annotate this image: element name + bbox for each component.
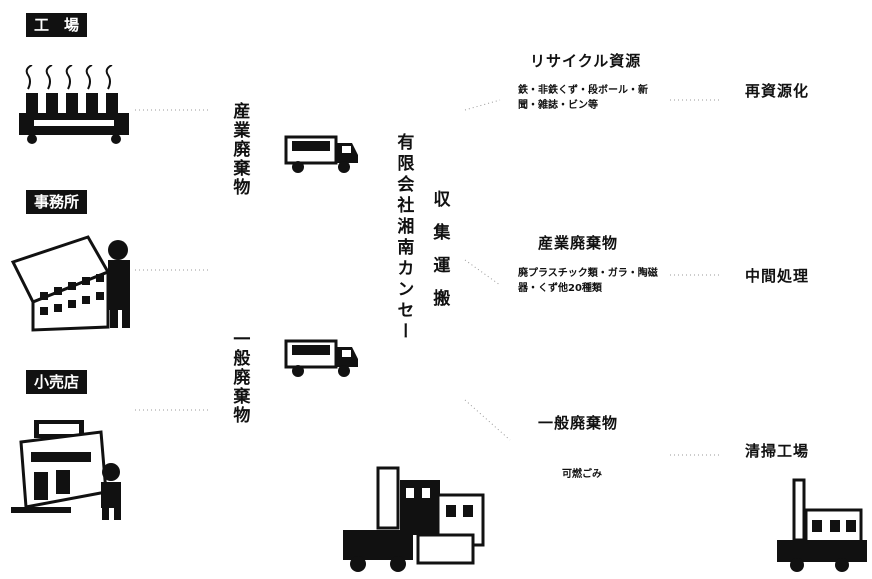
service-label: 収集運搬 bbox=[429, 190, 450, 322]
destination-heading-recycle: リサイクル資源 bbox=[530, 52, 642, 70]
waste-type-industrial: 産業廃棄物 bbox=[229, 102, 250, 197]
incineration-plant-icon bbox=[777, 478, 867, 572]
truck-icon bbox=[284, 339, 358, 377]
result-cleaning-plant: 清掃工場 bbox=[745, 442, 810, 460]
office-building-icon bbox=[10, 235, 130, 332]
result-intermediate-treatment: 中間処理 bbox=[745, 267, 810, 285]
company-name: 有限会社湘南カンセー bbox=[393, 133, 414, 343]
truck-icon bbox=[284, 135, 358, 173]
company-facility-icon bbox=[343, 466, 485, 572]
destination-items-recycle: 鉄・非鉄くず・段ボール・新聞・雑誌・ビン等 bbox=[518, 85, 648, 111]
waste-type-general: 一般廃棄物 bbox=[229, 330, 250, 425]
destination-heading-general: 一般廃棄物 bbox=[538, 414, 619, 432]
destination-items-industrial: 廃プラスチック類・ガラ・陶磁器・くず他20種類 bbox=[518, 268, 658, 294]
source-label-retail: 小売店 bbox=[26, 370, 88, 394]
destination-items-general: 可燃ごみ bbox=[562, 469, 602, 480]
factory-icon bbox=[19, 65, 129, 144]
source-label-factory: 工 場 bbox=[26, 13, 88, 37]
result-recycling: 再資源化 bbox=[745, 82, 810, 100]
source-label-office: 事務所 bbox=[26, 190, 88, 214]
destination-heading-industrial: 産業廃棄物 bbox=[538, 234, 619, 252]
retail-shop-icon bbox=[11, 420, 121, 520]
